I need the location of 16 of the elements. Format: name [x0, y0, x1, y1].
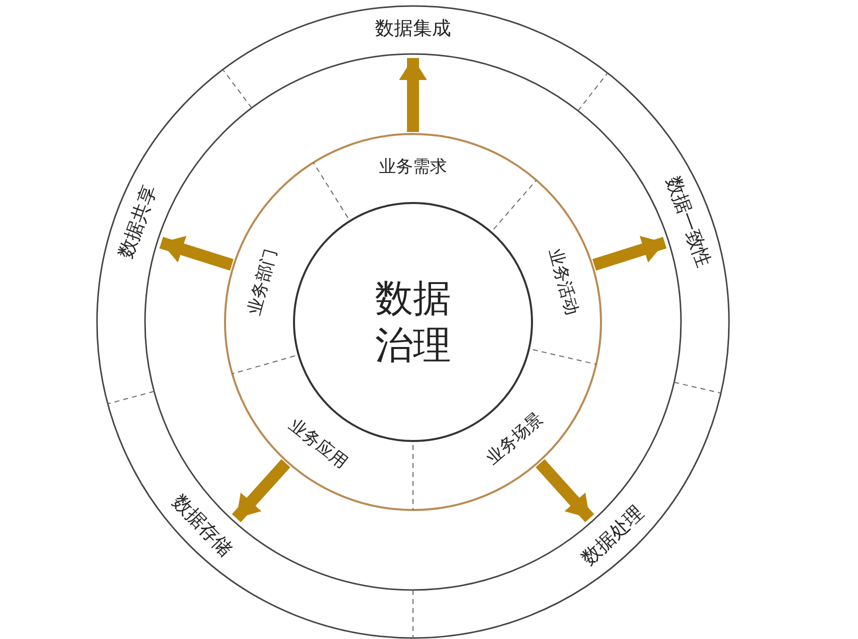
arrow [536, 459, 594, 522]
inner-ring-label: 业务应用 [284, 415, 351, 474]
arrow [592, 236, 667, 271]
center-title: 数据治理 [375, 274, 451, 369]
arrow [399, 58, 427, 132]
inner-ring-label: 业务部门 [244, 246, 282, 318]
outer-ring-label: 数据集成 [375, 18, 451, 40]
outer-ring-label: 数据共享 [114, 182, 162, 262]
inner-ring-label: 业务需求 [379, 156, 447, 178]
outer-ring-label: 数据一致性 [661, 173, 716, 270]
inner-ring-label: 业务场景 [482, 408, 548, 469]
arrow [159, 236, 234, 271]
outer-ring-label: 数据存储 [168, 490, 237, 561]
outer-ring-label: 数据处理 [577, 502, 648, 571]
inner-ring-label: 业务活动 [544, 246, 582, 318]
arrow [232, 459, 290, 522]
